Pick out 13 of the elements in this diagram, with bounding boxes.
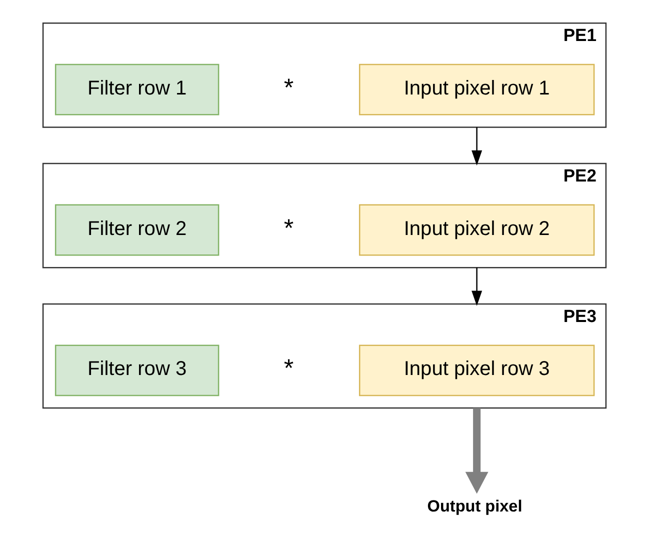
label: * xyxy=(284,354,294,383)
node-box: Input pixel row 1 xyxy=(358,64,595,116)
arrow xyxy=(465,408,488,494)
arrow xyxy=(472,127,482,166)
node-box: Filter row 2 xyxy=(54,204,220,256)
label: * xyxy=(284,214,294,242)
node-box: Filter row 1 xyxy=(54,64,220,116)
arrow xyxy=(472,268,482,306)
node-box: Filter row 3 xyxy=(54,344,220,396)
node-text: Output pixel xyxy=(427,497,522,516)
node-box: Input pixel row 2 xyxy=(358,204,595,256)
label: * xyxy=(284,74,294,102)
node-box: Input pixel row 3 xyxy=(358,344,595,396)
